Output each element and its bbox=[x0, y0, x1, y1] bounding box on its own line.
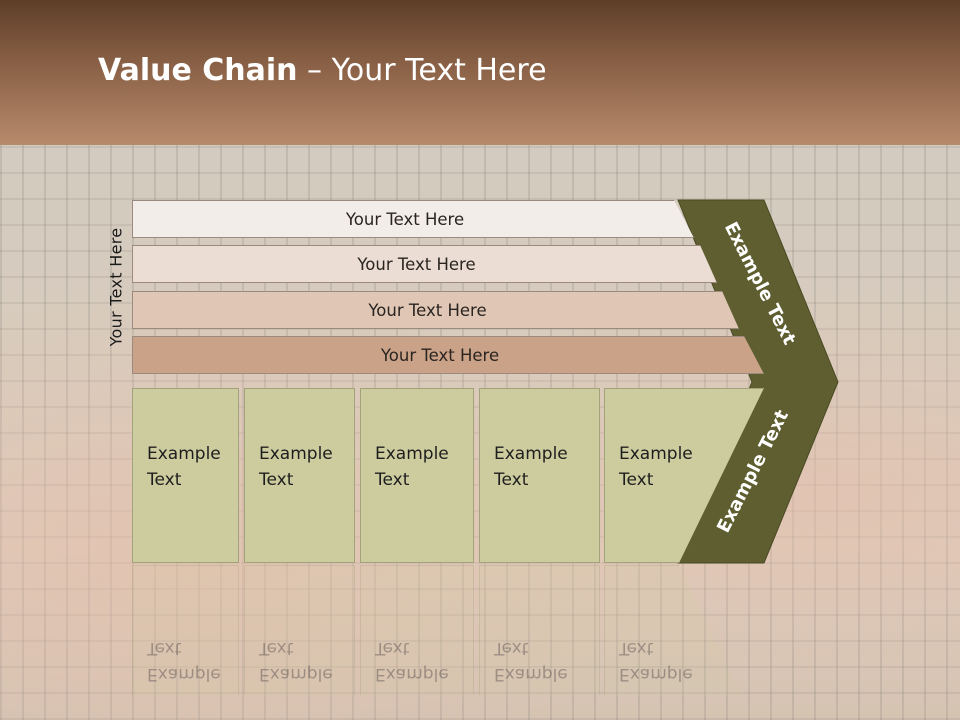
column-2-line2: Text bbox=[259, 470, 294, 490]
slide-title[interactable]: Value Chain – Your Text Here bbox=[98, 53, 547, 88]
row-2[interactable]: Your Text Here bbox=[132, 245, 717, 283]
column-1-line2: Text bbox=[147, 470, 182, 490]
column-4-line1: Example bbox=[494, 444, 568, 464]
title-rest: – Your Text Here bbox=[297, 53, 547, 88]
row-4[interactable]: Your Text Here bbox=[132, 336, 764, 374]
header-bar bbox=[0, 0, 960, 145]
column-1-line1: Example bbox=[147, 444, 221, 464]
row-1-label: Your Text Here bbox=[345, 209, 465, 229]
column-3-line1: Example bbox=[375, 444, 449, 464]
column-4[interactable]: Example Text bbox=[479, 388, 600, 563]
column-4-line2: Text bbox=[494, 470, 529, 490]
column-2-line1: Example bbox=[259, 444, 333, 464]
row-4-label: Your Text Here bbox=[380, 345, 500, 365]
column-3[interactable]: Example Text bbox=[360, 388, 474, 563]
column-5-line1: Example bbox=[619, 444, 693, 464]
column-3-line2: Text bbox=[375, 470, 410, 490]
row-2-label: Your Text Here bbox=[357, 254, 476, 274]
row-3[interactable]: Your Text Here bbox=[132, 291, 739, 329]
row-1[interactable]: Your Text Here bbox=[132, 200, 694, 238]
column-5-line2: Text bbox=[619, 470, 654, 490]
title-bold: Value Chain bbox=[98, 53, 298, 88]
column-2[interactable]: Example Text bbox=[244, 388, 355, 563]
row-3-label: Your Text Here bbox=[368, 300, 487, 320]
column-1[interactable]: Example Text bbox=[132, 388, 239, 563]
